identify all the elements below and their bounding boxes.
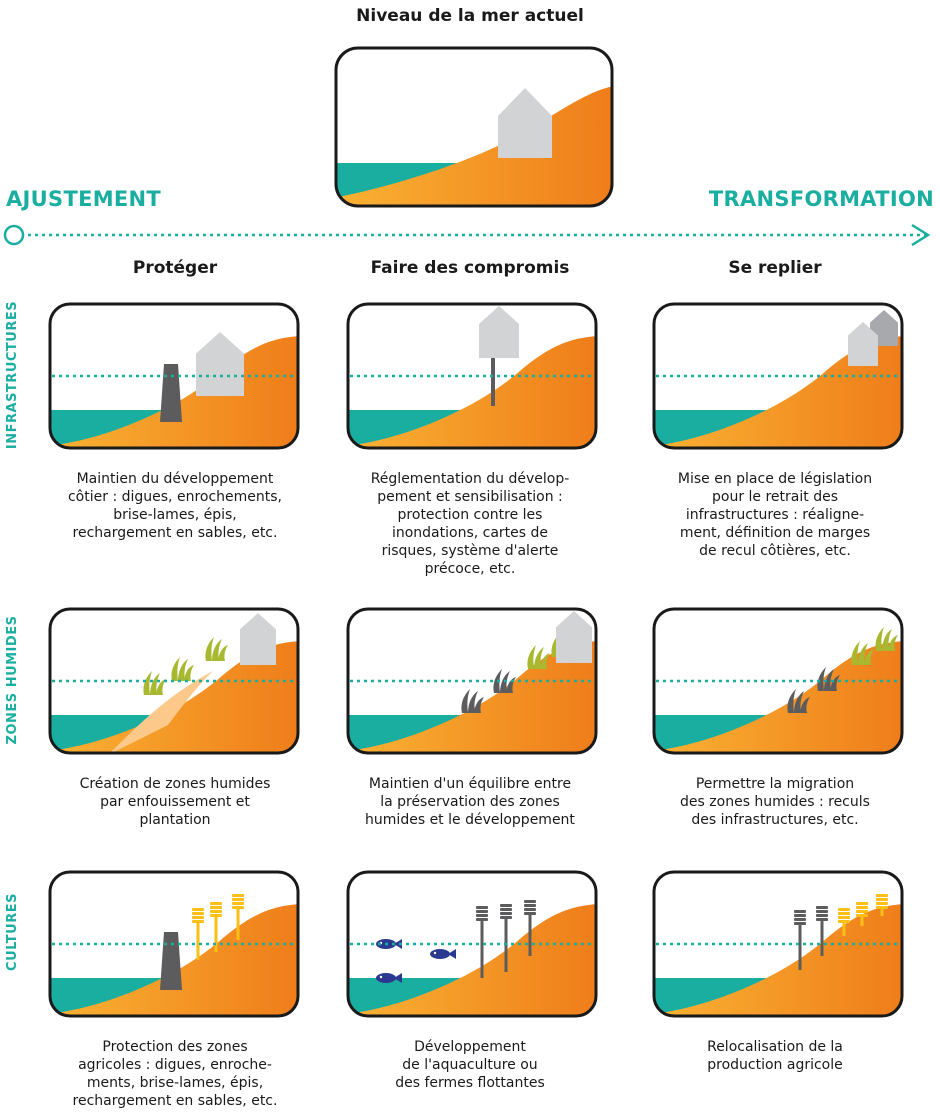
grass-icon [143, 671, 166, 695]
grass-icon [787, 689, 810, 713]
house-icon [196, 332, 244, 396]
caption-infra-proteger: Maintien du développement côtier : digue… [67, 471, 282, 541]
land-slope [348, 336, 596, 448]
land-slope [654, 904, 902, 1016]
crop-icon [232, 894, 244, 940]
crop-icon [876, 894, 888, 916]
seawall-icon [160, 932, 182, 990]
grass-icon [205, 637, 228, 661]
fish-icon [430, 949, 456, 959]
land-slope [654, 336, 902, 448]
panel-r0-c2 [652, 302, 904, 450]
house-icon [498, 88, 552, 158]
row-label-cultures: CULTURES [5, 893, 20, 971]
land-slope [654, 641, 902, 753]
column-title-compromis: Faire des compromis [370, 258, 570, 278]
row-label-zones-humides: ZONES HUMIDES [5, 615, 20, 745]
panel-r1-c2 [652, 607, 904, 755]
land-slope [50, 641, 298, 753]
panel-r2-c1 [346, 870, 598, 1018]
panel-r0-c0 [48, 302, 300, 450]
panel-r2-c0 [48, 870, 300, 1018]
land-slope [348, 904, 596, 1016]
sand-fill [108, 671, 213, 753]
crop-icon [838, 908, 850, 936]
grass-icon [171, 657, 194, 681]
panel-r1-c1 [346, 607, 598, 755]
panel-current-sea-level [334, 46, 614, 208]
grass-icon [461, 689, 484, 713]
axis-label-transformation: TRANSFORMATION [708, 187, 934, 211]
grass-icon [851, 641, 874, 665]
house-icon [479, 306, 519, 358]
column-title-proteger: Protéger [132, 258, 218, 278]
panel-r0-c1 [346, 302, 598, 450]
crop-icon [210, 902, 222, 952]
land-slope [348, 641, 596, 753]
crop-icon [816, 906, 828, 956]
house-icon [240, 613, 276, 665]
row-label-infrastructures: INFRASTRUCTURES [5, 300, 20, 450]
axis-label-ajustement: AJUSTEMENT [6, 187, 162, 211]
caption-zones-proteger: Création de zones humides par enfouissem… [79, 776, 271, 828]
caption-cultures-proteger: Protection des zones agricoles : digues,… [72, 1039, 278, 1109]
land-slope [336, 86, 612, 206]
crop-icon [794, 910, 806, 970]
fish-icon [376, 973, 402, 983]
house-icon [848, 322, 878, 366]
caption-cultures-compromis: Développement de l'aquaculture ou des fe… [395, 1039, 545, 1091]
crop-icon [192, 908, 204, 960]
crop-icon [856, 902, 868, 926]
caption-zones-replier: Permettre la migration des zones humides… [680, 776, 870, 828]
grass-icon [875, 627, 898, 651]
arrow-icon [3, 223, 931, 247]
house-icon [556, 611, 592, 663]
page-title: Niveau de la mer actuel [356, 6, 584, 26]
caption-cultures-replier: Relocalisation de la production agricole [707, 1039, 843, 1073]
grass-icon [817, 667, 840, 691]
seawall-icon [160, 364, 182, 422]
caption-zones-compromis: Maintien d'un équilibre entre la préserv… [365, 776, 575, 828]
grass-icon [527, 645, 550, 669]
crop-icon [524, 900, 536, 956]
caption-infra-replier: Mise en place de législation pour le ret… [677, 471, 873, 559]
panel-r2-c2 [652, 870, 904, 1018]
column-title-replier: Se replier [728, 258, 822, 278]
crop-icon [476, 906, 488, 978]
panel-r1-c0 [48, 607, 300, 755]
caption-infra-compromis: Réglementation du dévelop- pement et sen… [370, 471, 570, 577]
